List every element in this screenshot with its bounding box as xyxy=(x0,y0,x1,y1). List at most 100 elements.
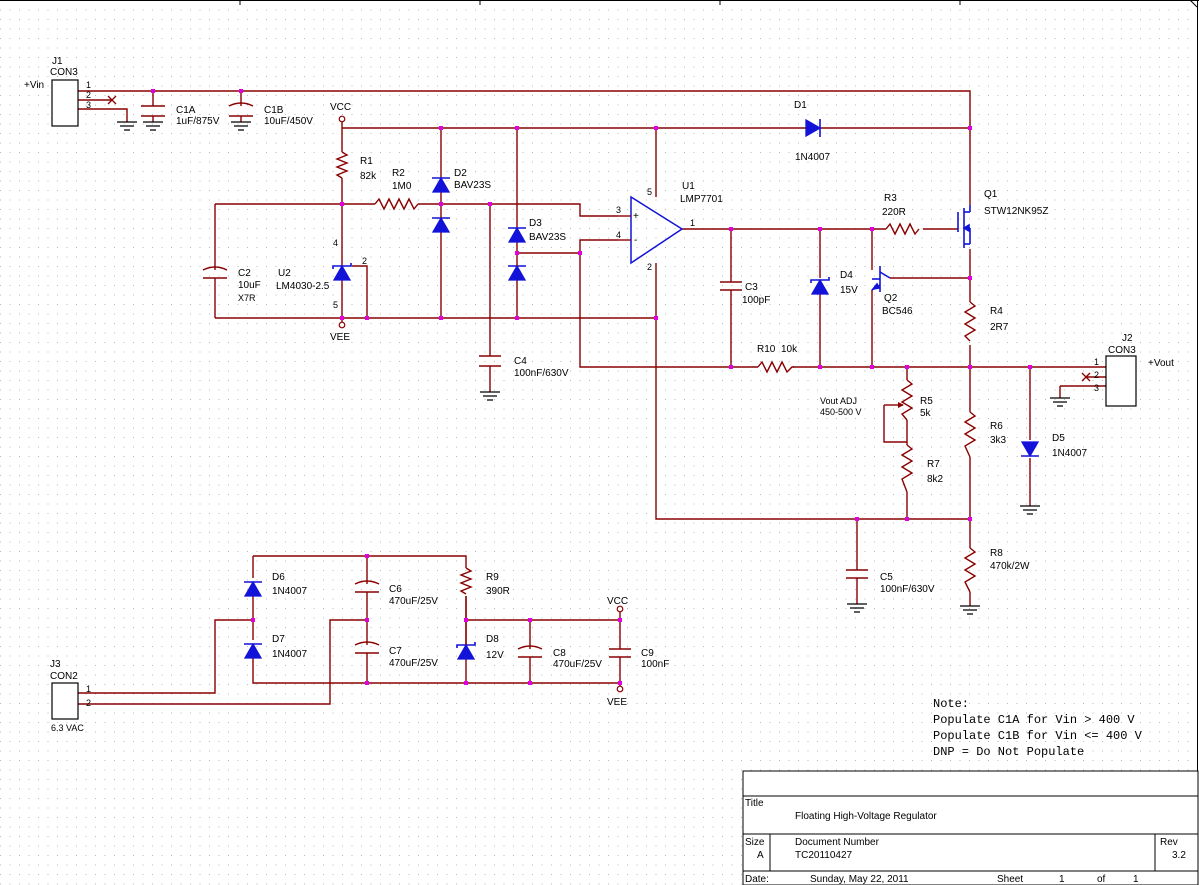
j3-type: CON2 xyxy=(50,671,78,682)
d3-value: BAV23S xyxy=(529,232,566,243)
j3-pin2: 2 xyxy=(86,698,91,708)
labels: J1 CON3 +Vin 1 2 3 C1A 1uF/875V C1B 10uF… xyxy=(24,56,1174,733)
q2-ref: Q2 xyxy=(884,293,898,304)
resistor-r6 xyxy=(963,411,977,458)
capacitor-c1a xyxy=(141,105,165,117)
diode-d3-upper xyxy=(507,226,527,243)
d4-value: 15V xyxy=(840,285,858,296)
ground-icon xyxy=(117,121,137,131)
j2-ref: J2 xyxy=(1122,333,1133,344)
d8-ref: D8 xyxy=(486,634,499,645)
r2-value: 1M0 xyxy=(392,181,412,192)
capacitor-symbols xyxy=(141,102,868,658)
note-line-2: Populate C1B for Vin <= 400 V xyxy=(933,729,1143,743)
d5-value: 1N4007 xyxy=(1052,448,1087,459)
c7-ref: C7 xyxy=(389,646,402,657)
diode-d7 xyxy=(243,642,263,659)
c6-ref: C6 xyxy=(389,584,402,595)
of-value: 1 xyxy=(1133,874,1139,885)
c3-ref: C3 xyxy=(745,282,758,293)
diode-d1 xyxy=(805,118,822,138)
r6-value: 3k3 xyxy=(990,435,1007,446)
q1-value: STW12NK95Z xyxy=(984,206,1048,217)
no-connect-icon xyxy=(107,95,117,105)
c3-value: 100pF xyxy=(742,295,770,306)
u1-pin-vn: 2 xyxy=(647,262,652,272)
ground-symbols xyxy=(117,121,1070,615)
r6-ref: R6 xyxy=(990,421,1003,432)
vcc-label: VCC xyxy=(330,102,351,113)
size-value: A xyxy=(757,850,764,861)
vcc-port-icon xyxy=(616,605,624,613)
capacitor-c7 xyxy=(354,641,380,654)
r9-ref: R9 xyxy=(486,572,499,583)
r5-note2: 450-500 V xyxy=(820,407,862,417)
diode-d2-upper xyxy=(431,176,451,193)
j1-ref: J1 xyxy=(52,56,63,67)
opamp-u1 xyxy=(618,195,684,265)
vcc-label-bottom: VCC xyxy=(607,596,628,607)
u1-value: LMP7701 xyxy=(680,194,723,205)
diode-symbols xyxy=(243,118,1040,660)
j1-pin1: 1 xyxy=(86,80,91,90)
diode-d4 xyxy=(810,277,830,295)
ground-icon xyxy=(480,391,500,401)
no-connect-icon xyxy=(1081,372,1091,382)
r9-value: 390R xyxy=(486,586,510,597)
d5-ref: D5 xyxy=(1052,433,1065,444)
u1-pin-out: 1 xyxy=(690,218,695,228)
d2-ref: D2 xyxy=(454,168,467,179)
u1-pin-plus: 3 xyxy=(616,205,621,215)
u2-value: LM4030-2.5 xyxy=(276,281,330,292)
date-value: Sunday, May 22, 2011 xyxy=(810,874,909,885)
j2-pin3: 3 xyxy=(1094,383,1099,393)
c9-ref: C9 xyxy=(641,648,654,659)
j3-ref: J3 xyxy=(50,659,61,670)
c8-ref: C8 xyxy=(553,648,566,659)
capacitor-c2 xyxy=(202,266,228,279)
capacitor-c4 xyxy=(479,355,501,367)
j2-net: +Vout xyxy=(1148,358,1174,369)
r10-ref: R10 xyxy=(757,344,776,355)
c6-value: 470uF/25V xyxy=(389,596,438,607)
c1a-ref: C1A xyxy=(176,105,196,116)
vee-label-bottom: VEE xyxy=(607,697,627,708)
potentiometer-wiper-icon xyxy=(898,402,904,408)
d7-value: 1N4007 xyxy=(272,649,307,660)
title-label: Title xyxy=(745,798,764,809)
r8-value: 470k/2W xyxy=(990,561,1030,572)
vcc-port-icon xyxy=(338,115,346,123)
resistor-r8 xyxy=(963,547,977,593)
capacitor-c6 xyxy=(354,580,380,593)
d6-ref: D6 xyxy=(272,572,285,583)
c4-value: 100nF/630V xyxy=(514,368,569,379)
size-label: Size xyxy=(745,837,765,848)
date-label: Date: xyxy=(745,874,769,885)
j2-type: CON3 xyxy=(1108,345,1136,356)
connector-j2 xyxy=(1105,355,1137,407)
u1-plus-sign: + xyxy=(633,211,639,222)
c2-value: 10uF xyxy=(238,280,261,291)
resistor-r4 xyxy=(963,301,977,342)
capacitor-c5 xyxy=(846,569,868,579)
resistor-r5 xyxy=(900,379,914,421)
transistor-q2 xyxy=(871,266,891,292)
vee-port-icon xyxy=(338,321,346,329)
junction-dots xyxy=(151,89,1032,685)
resistor-r1 xyxy=(335,151,349,179)
ground-icon xyxy=(231,121,251,131)
docnum-value: TC20110427 xyxy=(795,850,853,861)
resistor-r9 xyxy=(459,567,473,595)
design-notes: Note: Populate C1A for Vin > 400 V Popul… xyxy=(933,697,1143,759)
r3-ref: R3 xyxy=(884,193,897,204)
connector-boxes xyxy=(51,79,1137,720)
c1a-value: 1uF/875V xyxy=(176,116,220,127)
ground-icon xyxy=(1050,397,1070,407)
u2-ref: U2 xyxy=(278,268,291,279)
resistor-r10 xyxy=(757,360,794,374)
resistor-r2 xyxy=(374,197,419,211)
r2-ref: R2 xyxy=(392,168,405,179)
